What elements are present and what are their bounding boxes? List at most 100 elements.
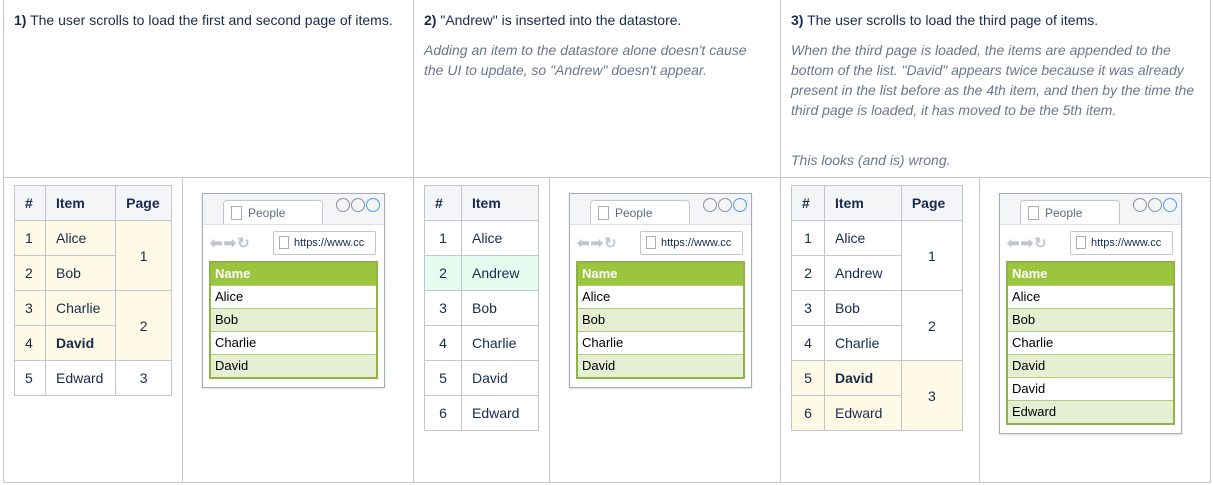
row-item: Bob [824, 290, 902, 326]
list-item: Bob [1008, 308, 1173, 331]
row-number: 5 [424, 360, 462, 396]
row-number: 3 [424, 290, 462, 326]
row-number: 2 [14, 255, 46, 291]
list-item: Bob [211, 308, 376, 331]
window-controls-icon [335, 198, 380, 217]
table-row: 2 Andrew [424, 255, 539, 291]
grid-line [780, 0, 781, 483]
step-title: The user scrolls to load the first and s… [26, 12, 393, 28]
table-row: 1 Alice 1 [791, 220, 964, 291]
page-cell: 1 [900, 220, 964, 291]
row-item: David [824, 360, 902, 396]
grid-line [182, 177, 183, 483]
page-cell: 2 [115, 290, 172, 361]
step-3-caption: 3) The user scrolls to load the third pa… [791, 10, 1196, 30]
row-number: 2 [424, 255, 462, 291]
table-row: 3 Bob [424, 290, 539, 326]
people-list: Name Alice Bob Charlie David [209, 261, 378, 379]
list-item: Bob [578, 308, 743, 331]
table-row: 6 Edward [791, 395, 963, 431]
row-number: 4 [791, 325, 825, 361]
step-number: 3) [791, 12, 804, 28]
step-3-browser-mockup: People ⬅➡↻ https://www.cc Name Alice Bob… [999, 193, 1182, 434]
step-1-caption: 1) The user scrolls to load the first an… [14, 10, 394, 30]
page-icon [279, 236, 289, 249]
row-item: Edward [824, 395, 902, 431]
page-icon [1076, 236, 1086, 249]
list-item: Alice [578, 285, 743, 308]
step-2-note: Adding an item to the datastore alone do… [424, 42, 747, 78]
step-2-browser-mockup: People ⬅➡↻ https://www.cc Name Alice Bob… [569, 193, 752, 388]
grid-line [1210, 0, 1211, 483]
row-item: Charlie [461, 325, 539, 361]
row-number: 1 [424, 220, 462, 256]
col-header-number: # [424, 185, 462, 221]
row-number: 5 [14, 360, 46, 396]
page-cell: 2 [900, 290, 964, 361]
col-header-number: # [14, 185, 46, 221]
row-number: 1 [791, 220, 825, 256]
row-number: 1 [14, 220, 46, 256]
table-row: 3 Charlie 2 [14, 290, 172, 361]
col-header-page: Page [115, 185, 172, 221]
nav-arrows-icon: ⬅➡↻ [210, 235, 251, 252]
list-item: Charlie [1008, 331, 1173, 354]
table-row: 4 Charlie [424, 325, 539, 361]
row-number: 5 [791, 360, 825, 396]
grid-line [3, 0, 4, 483]
row-number: 6 [791, 395, 825, 431]
row-item: Alice [461, 220, 539, 256]
row-item: Charlie [44, 290, 117, 326]
row-number: 4 [14, 325, 46, 361]
browser-tab: People [223, 200, 323, 224]
table-row: 1 Alice [424, 220, 539, 256]
row-item: Edward [461, 395, 539, 431]
row-item: David [461, 360, 539, 396]
col-header-page: Page [900, 185, 964, 221]
page-icon [1028, 206, 1039, 220]
step-3-note: When the third page is loaded, the items… [791, 42, 1195, 118]
col-header-item: Item [44, 185, 117, 221]
table-row: 5 David [424, 360, 539, 396]
step-3-items-table: # Item Page 1 Alice 1 2 Andrew 3 Bob 2 4… [791, 185, 964, 431]
window-controls-icon [702, 198, 747, 217]
row-item: Andrew [461, 255, 539, 291]
list-item: David [211, 354, 376, 377]
page-icon [598, 206, 609, 220]
row-item: Alice [44, 220, 117, 256]
address-bar: https://www.cc [273, 231, 376, 255]
list-item: David [1008, 354, 1173, 377]
step-3-note: This looks (and is) wrong. [791, 152, 951, 168]
row-item: Bob [461, 290, 539, 326]
list-header: Name [211, 263, 376, 285]
step-1-browser-mockup: People ⬅➡↻ https://www.cc Name Alice Bob… [202, 193, 385, 388]
row-item: Edward [44, 360, 117, 396]
row-item: Andrew [824, 255, 902, 291]
nav-arrows-icon: ⬅➡↻ [577, 235, 618, 252]
col-header-number: # [791, 185, 825, 221]
grid-line [979, 177, 980, 483]
list-item: Alice [1008, 285, 1173, 308]
list-item: Alice [211, 285, 376, 308]
list-header: Name [1008, 263, 1173, 285]
row-number: 4 [424, 325, 462, 361]
browser-tab: People [590, 200, 690, 224]
row-number: 3 [791, 290, 825, 326]
row-item: Charlie [824, 325, 902, 361]
browser-tab: People [1020, 200, 1120, 224]
table-row: 1 Alice 1 [14, 220, 172, 291]
step-2-items-table: # Item 1 Alice 2 Andrew 3 Bob 4 Charlie … [424, 185, 539, 431]
step-1-items-table: # Item Page 1 Alice 1 2 Bob 3 Charlie 2 … [14, 185, 172, 396]
people-list: Name Alice Bob Charlie David David Edwar… [1006, 261, 1175, 425]
page-icon [646, 236, 656, 249]
col-header-item: Item [824, 185, 902, 221]
step-title: "Andrew" is inserted into the datastore. [436, 12, 682, 28]
row-number: 3 [14, 290, 46, 326]
window-controls-icon [1132, 198, 1177, 217]
list-header: Name [578, 263, 743, 285]
step-2-caption: 2) "Andrew" is inserted into the datasto… [424, 10, 769, 30]
page-cell: 3 [900, 360, 964, 431]
people-list: Name Alice Bob Charlie David [576, 261, 745, 379]
step-title: The user scrolls to load the third page … [803, 12, 1099, 28]
grid-line [413, 0, 414, 483]
